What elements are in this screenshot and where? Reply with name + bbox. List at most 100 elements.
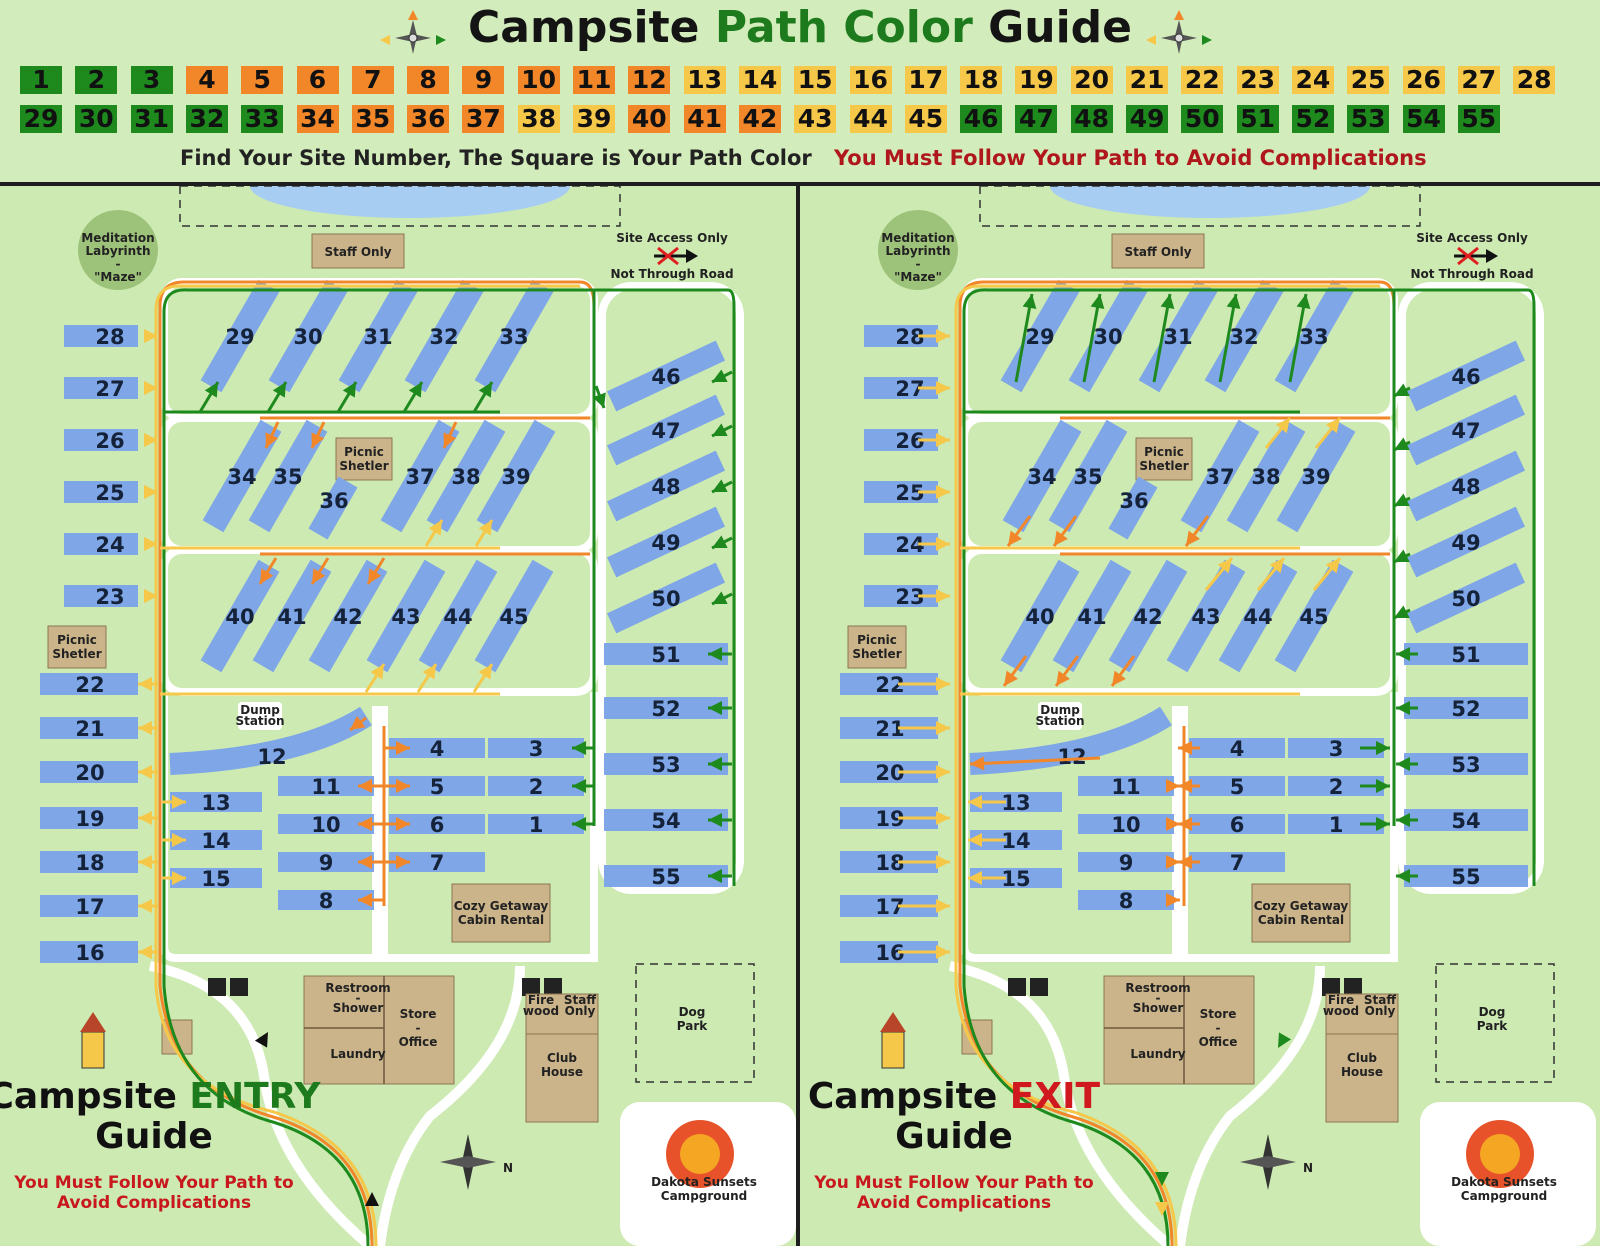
legend-square-39: 39 <box>573 105 615 133</box>
campsite-pad <box>1218 559 1298 673</box>
site-number: 31 <box>363 325 392 349</box>
green-arrow <box>1160 294 1175 310</box>
campsite-pad <box>1189 776 1285 796</box>
site-number: 40 <box>225 605 254 629</box>
site-number: 8 <box>1119 889 1134 913</box>
campsite-pad <box>248 419 328 533</box>
trash-icon <box>230 978 248 996</box>
site-number: 39 <box>501 465 530 489</box>
green-arrow <box>708 813 722 827</box>
yellow-arrow <box>1275 418 1290 434</box>
orange-arrow <box>368 568 382 584</box>
no-through-cross <box>1457 246 1479 266</box>
campsite-pad <box>864 585 938 607</box>
cabin-label: Cabin Rental <box>1258 913 1344 927</box>
campsite-pad <box>604 753 728 775</box>
site-number: 42 <box>333 605 362 629</box>
legend-square-28: 28 <box>1513 66 1556 94</box>
site-number: 35 <box>1073 465 1102 489</box>
green-arrow <box>1376 779 1390 793</box>
site-number: 50 <box>651 587 680 611</box>
dog-park-label: Dog <box>679 1005 706 1019</box>
trash-icon <box>544 978 562 996</box>
site-number: 13 <box>1001 791 1030 815</box>
yellow-arrow <box>936 811 950 825</box>
yellow-arrow <box>370 664 384 680</box>
logo-sun-icon <box>680 1134 720 1174</box>
site-number: 23 <box>95 585 124 609</box>
guide-title-line2: Guide <box>895 1116 1013 1157</box>
legend-square-32: 32 <box>185 105 228 133</box>
yellow-arrow <box>172 795 186 809</box>
yellow-arrow <box>936 433 950 447</box>
recycle-icon <box>522 978 540 996</box>
picnic-shelter-label: Picnic <box>57 633 97 647</box>
green-arrow <box>712 423 728 437</box>
meditation-labyrinth <box>78 210 158 290</box>
site-number: 14 <box>201 829 230 853</box>
campsite-pad <box>604 809 728 831</box>
legend-square-19: 19 <box>1015 66 1058 94</box>
legend-square-17: 17 <box>904 66 947 94</box>
legend-square-5: 5 <box>241 66 284 94</box>
site-number: 42 <box>1133 605 1162 629</box>
entry-direction-arrow <box>254 1032 268 1048</box>
campsite-pad <box>606 562 726 634</box>
campsite-pad <box>1078 814 1174 834</box>
green-arrow <box>1090 294 1105 310</box>
legend-square-54: 54 <box>1402 105 1445 133</box>
site-number: 34 <box>1027 465 1056 489</box>
main-entrance-road <box>949 961 1174 1246</box>
firewood-label: Fire <box>528 993 554 1007</box>
campsite-pad <box>1180 419 1260 533</box>
guide-warning-line1: You Must Follow Your Path to <box>813 1173 1093 1193</box>
site-number: 9 <box>1119 851 1134 875</box>
yellow-arrow <box>1325 558 1340 574</box>
dump-station-label: Dump <box>1040 703 1080 717</box>
site-number: 3 <box>529 737 544 761</box>
orange-arrow <box>1178 855 1192 869</box>
site-number: 44 <box>443 605 472 629</box>
site-number: 6 <box>1230 813 1245 837</box>
legend-square-42: 42 <box>738 105 781 133</box>
legend-square-4: 4 <box>185 66 228 94</box>
meditation-label: "Maze" <box>894 270 942 284</box>
green-arrow <box>1218 293 1238 383</box>
club-house-label: House <box>541 1065 583 1079</box>
playground-icon <box>880 1012 906 1032</box>
legend-square-12: 12 <box>628 66 671 94</box>
site-number: 37 <box>1205 465 1234 489</box>
restroom-label: Shower <box>1133 1001 1184 1015</box>
dump-station <box>238 702 282 730</box>
staff-only-building <box>311 233 405 269</box>
green-arrow <box>712 591 728 605</box>
site-number: 7 <box>1230 851 1245 875</box>
green-arrow <box>342 382 356 398</box>
trash-icon <box>1030 978 1048 996</box>
campsite-pad <box>1276 419 1356 533</box>
yellow-arrow <box>138 855 152 869</box>
yellow-arrow <box>1269 558 1284 574</box>
campsite-pad <box>864 325 938 347</box>
site-number: 37 <box>405 465 434 489</box>
campsite-pad <box>840 895 938 917</box>
meditation-label: Meditation <box>81 231 154 245</box>
site-number: 26 <box>95 429 124 453</box>
campsite-pad <box>278 852 374 872</box>
logo-sun-icon <box>1480 1134 1520 1174</box>
green-arrow <box>712 535 728 549</box>
green-arrow <box>708 701 722 715</box>
campsite-pad <box>389 738 485 758</box>
campsite-pad <box>864 377 938 399</box>
legend-square-21: 21 <box>1126 66 1168 94</box>
no-through-arrow <box>1486 249 1498 263</box>
orange-arrow <box>1166 817 1180 831</box>
site-number: 36 <box>319 489 348 513</box>
site-number: 15 <box>201 867 230 891</box>
campsite-pad <box>488 738 584 758</box>
green-arrow <box>1014 293 1034 383</box>
orange-arrow <box>969 756 1101 766</box>
campsite-pad <box>1048 419 1128 533</box>
